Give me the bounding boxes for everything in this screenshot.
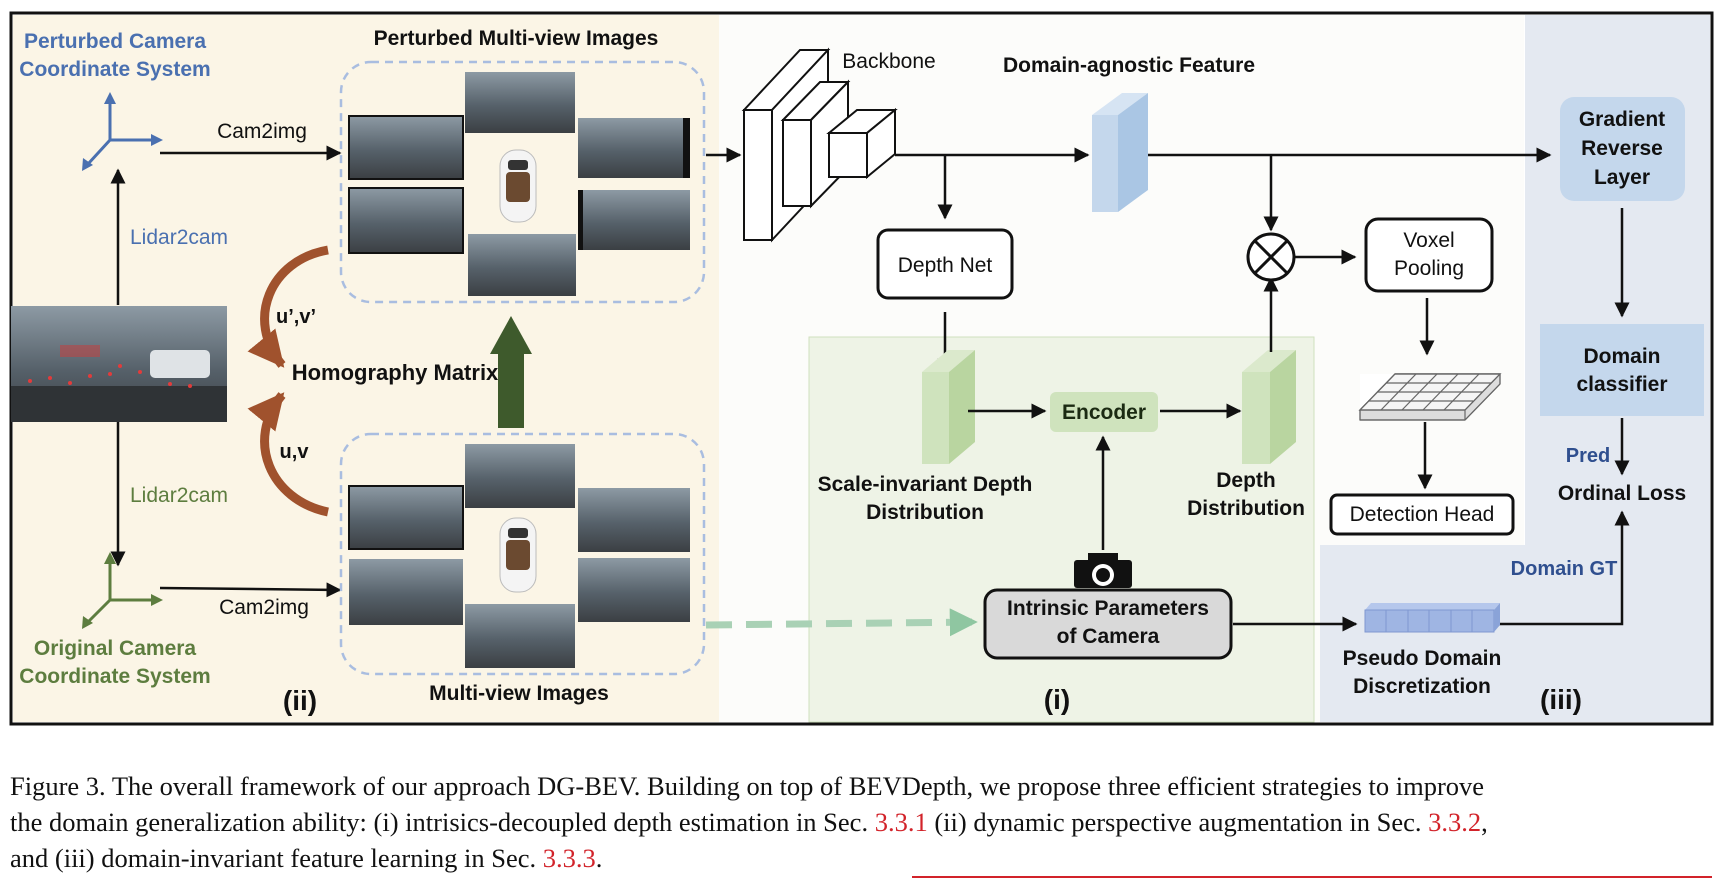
depth-net-box bbox=[876, 228, 1014, 300]
scale-invariant-depth-plane bbox=[922, 350, 975, 464]
homography-arrow-bottom bbox=[247, 392, 330, 517]
encoder-box bbox=[1050, 392, 1158, 432]
homography-arrow-top bbox=[247, 245, 329, 368]
grl-label-2: Reverse bbox=[1581, 137, 1663, 160]
domain-gt-label: Domain GT bbox=[1511, 558, 1618, 580]
grl-box bbox=[1560, 97, 1685, 201]
panel-iii-label: (iii) bbox=[1540, 684, 1582, 715]
multiply-operator-icon bbox=[1246, 232, 1296, 282]
encoder-label: Encoder bbox=[1062, 401, 1146, 424]
original-coord-label-2: Coordinate System bbox=[19, 665, 210, 688]
voxel-pooling-box bbox=[1364, 217, 1494, 293]
original-car-icon bbox=[499, 517, 537, 593]
intrinsic-label-2: of Camera bbox=[1057, 625, 1160, 648]
bev-grid-icon bbox=[1358, 373, 1502, 421]
perturbed-coord-label-2: Coordinate System bbox=[19, 58, 210, 81]
caption-line-1: Figure 3. The overall framework of our a… bbox=[10, 768, 1715, 804]
detection-head-box bbox=[1329, 493, 1515, 536]
pseudo-domain-label-1: Pseudo Domain bbox=[1343, 647, 1502, 670]
scale-invariant-label-2: Distribution bbox=[866, 501, 984, 524]
cam2img-top-label: Cam2img bbox=[217, 120, 307, 143]
homography-label: Homography Matrix bbox=[292, 360, 499, 385]
uv-label: u,v bbox=[280, 441, 310, 463]
panel-ii-label: (ii) bbox=[283, 685, 317, 716]
cam2img-bottom-arrow bbox=[159, 582, 342, 598]
perturbed-multiview-group bbox=[339, 60, 706, 304]
domain-classifier-box bbox=[1540, 324, 1704, 416]
perturbed-axes-icon bbox=[82, 92, 163, 171]
depth-net-label: Depth Net bbox=[898, 254, 993, 277]
uv-prime-label: u’,v’ bbox=[276, 306, 316, 328]
backbone-icon bbox=[741, 47, 898, 243]
depth-distribution-label-2: Distribution bbox=[1187, 497, 1305, 520]
multiview-group bbox=[339, 432, 706, 676]
pseudo-domain-blocks-icon bbox=[1364, 603, 1500, 633]
lidar2cam-bottom-label: Lidar2cam bbox=[130, 484, 228, 507]
lidar-point-image bbox=[11, 306, 227, 422]
scale-invariant-label-1: Scale-invariant Depth bbox=[818, 473, 1033, 496]
ordinal-loss-label: Ordinal Loss bbox=[1558, 482, 1686, 505]
domain-classifier-label-1: Domain bbox=[1583, 345, 1660, 368]
caption-ref-3[interactable]: 3.3.3 bbox=[542, 843, 596, 873]
pseudo-domain-label-2: Discretization bbox=[1353, 675, 1491, 698]
figure-caption: Figure 3. The overall framework of our a… bbox=[10, 768, 1715, 876]
depth-distribution-plane bbox=[1242, 350, 1296, 464]
perturbed-car-icon bbox=[499, 149, 537, 223]
caption-ref-1[interactable]: 3.3.1 bbox=[874, 807, 928, 837]
images-to-intrinsic-dashed-arrow bbox=[705, 608, 978, 637]
caption-line-2-text-b: (ii) dynamic perspective augmentation in… bbox=[934, 807, 1422, 837]
original-coord-label-1: Original Camera bbox=[34, 637, 197, 660]
grl-label-1: Gradient bbox=[1579, 108, 1665, 131]
backbone-label: Backbone bbox=[842, 50, 935, 73]
cam2img-bottom-label: Cam2img bbox=[219, 596, 309, 619]
intrinsic-parameters-box bbox=[983, 588, 1233, 660]
camera-icon bbox=[1074, 553, 1132, 588]
caption-rule bbox=[912, 876, 1712, 878]
caption-line-1-text: The overall framework of our approach DG… bbox=[111, 771, 1485, 801]
domain-classifier-label-2: classifier bbox=[1576, 373, 1667, 396]
original-camera-images bbox=[348, 444, 690, 668]
domain-agnostic-feature-plane bbox=[1092, 93, 1148, 212]
panel-i-label: (i) bbox=[1044, 684, 1070, 715]
intrinsic-label-1: Intrinsic Parameters bbox=[1007, 597, 1209, 620]
panel-iii-background-lower bbox=[1320, 545, 1525, 722]
caption-line-2-text-a: the domain generalization ability: (i) i… bbox=[10, 807, 869, 837]
caption-line-3: and (iii) domain-invariant feature learn… bbox=[10, 843, 603, 873]
multiview-title: Multi-view Images bbox=[429, 682, 609, 705]
detection-head-label: Detection Head bbox=[1350, 503, 1495, 526]
grl-label-3: Layer bbox=[1594, 166, 1650, 189]
pred-label: Pred bbox=[1566, 445, 1610, 467]
pseudo-to-loss-arrow bbox=[1498, 510, 1630, 626]
caption-line-3-text: and (iii) domain-invariant feature learn… bbox=[10, 843, 537, 873]
perturbed-coord-label-1: Perturbed Camera bbox=[24, 30, 206, 53]
caption-line-2: the domain generalization ability: (i) i… bbox=[10, 807, 1488, 837]
voxel-pooling-label-1: Voxel bbox=[1403, 229, 1454, 252]
original-axes-icon bbox=[82, 552, 163, 629]
perturbed-multiview-title: Perturbed Multi-view Images bbox=[374, 27, 659, 50]
augmentation-arrow bbox=[490, 316, 532, 428]
depth-distribution-label-1: Depth bbox=[1216, 469, 1276, 492]
caption-prefix: Figure 3. bbox=[10, 771, 106, 801]
domain-agnostic-label: Domain-agnostic Feature bbox=[1003, 54, 1255, 77]
perturbed-camera-images bbox=[348, 72, 690, 296]
voxel-pooling-label-2: Pooling bbox=[1394, 257, 1464, 280]
caption-ref-2[interactable]: 3.3.2 bbox=[1428, 807, 1482, 837]
lidar2cam-top-label: Lidar2cam bbox=[130, 226, 228, 249]
